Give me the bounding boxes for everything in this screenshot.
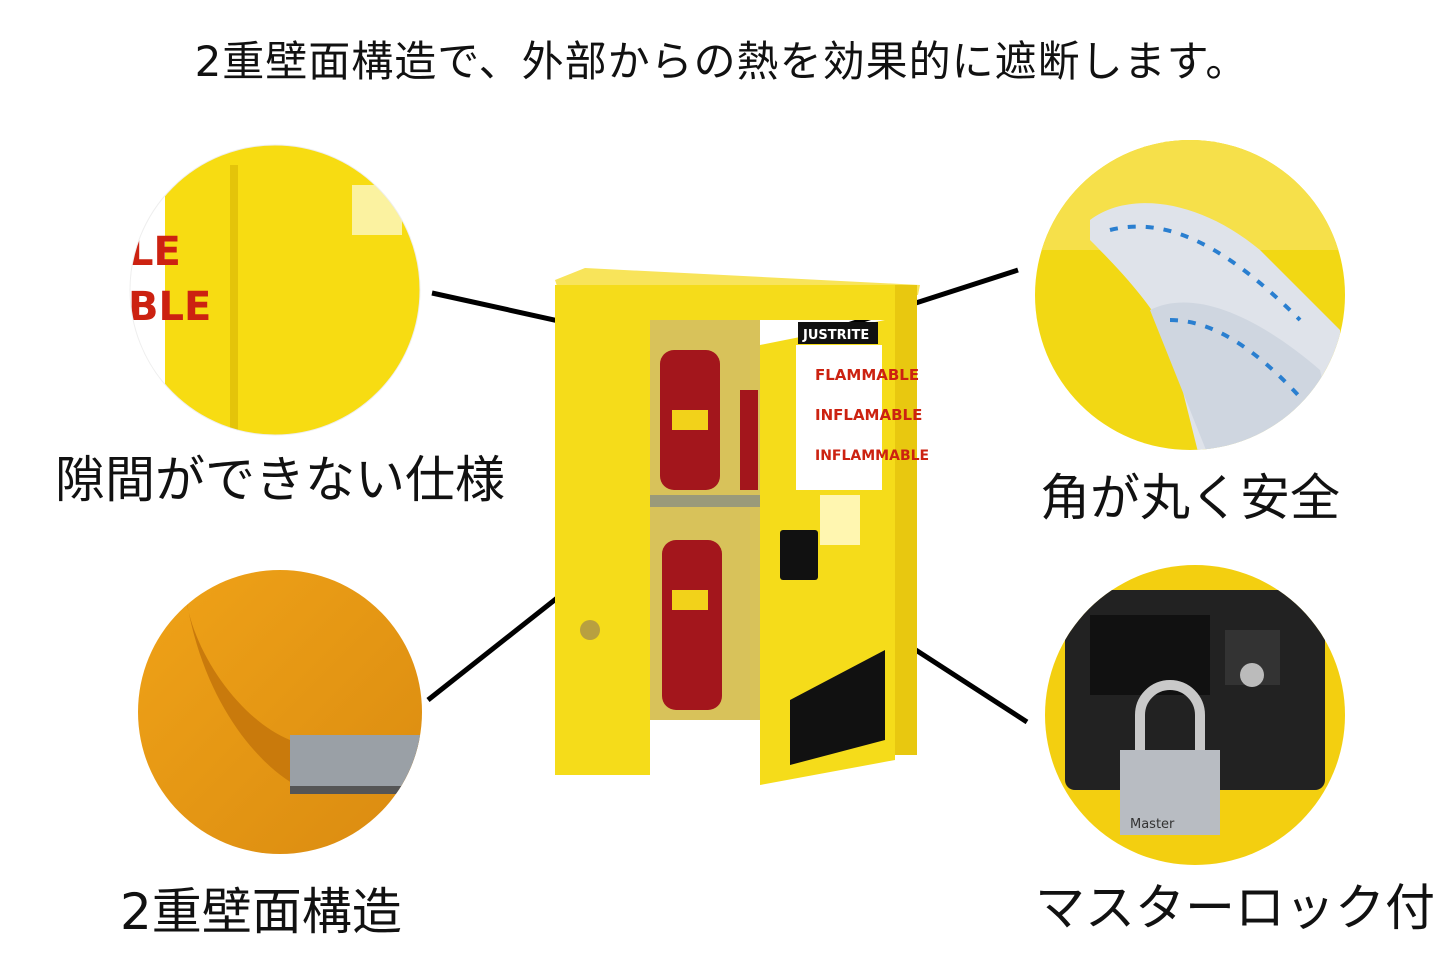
feature-label-master-lock: マスターロック付: [1035, 879, 1435, 937]
warning-text: INFLAMABLE: [815, 406, 922, 424]
detail-circle-rounded-corner: [1035, 140, 1345, 450]
safety-cabinet: JUSTRITE FLAMMABLE INFLAMABLE INFLAMMABL…: [555, 268, 929, 785]
feature-label-seamless: 隙間ができない仕様: [55, 451, 505, 509]
svg-text:LE: LE: [128, 229, 181, 275]
feature-label-rounded-corner: 角が丸く安全: [1040, 469, 1340, 527]
lock-handle: [780, 530, 818, 580]
feature-label-double-wall: 2重壁面構造: [120, 883, 402, 941]
detail-circle-double-wall: [138, 570, 422, 854]
warning-text: INFLAMMABLE: [815, 448, 929, 464]
warning-text: FLAMMABLE: [815, 366, 919, 384]
svg-text:BLE: BLE: [128, 284, 211, 330]
detail-circle-seamless: LE BLE: [128, 145, 420, 435]
detail-circle-master-lock: Master: [1045, 565, 1345, 865]
page-title: 2重壁面構造で、外部からの熱を効果的に遮断します。: [194, 37, 1249, 86]
brand-logo-text: JUSTRITE: [802, 328, 869, 343]
padlock-brand-text: Master: [1130, 817, 1175, 832]
